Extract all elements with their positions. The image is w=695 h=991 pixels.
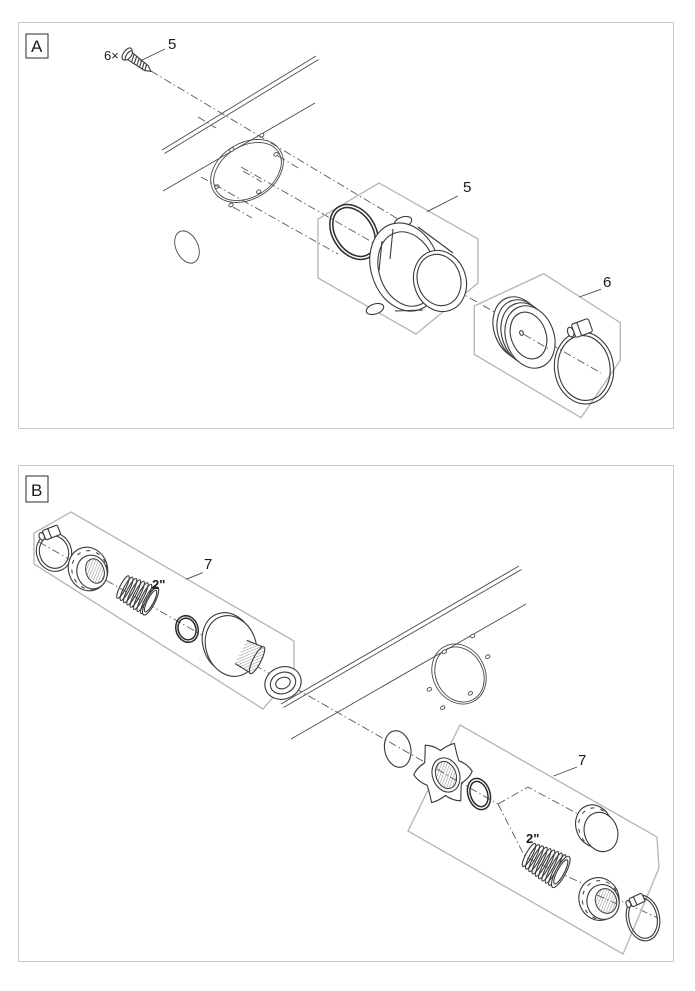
callout-group-7-wall: 7 (185, 556, 212, 580)
size-label-wall-set: 2" (152, 577, 165, 592)
wall-panel-b (280, 565, 527, 740)
flange-group-label: 5 (463, 179, 471, 196)
exploded-diagram-b: B 2" (25, 475, 661, 956)
group-box-7-free (407, 724, 660, 956)
o-ring-wall-set (174, 614, 200, 644)
wall-group-label: 7 (204, 556, 212, 573)
group-box-6 (473, 272, 621, 419)
hose-clamp-free-set (625, 892, 661, 942)
wall-flange (201, 612, 266, 677)
group-box-5 (317, 182, 479, 335)
hose-nozzle (492, 296, 556, 369)
oval-gasket (383, 730, 412, 768)
threaded-adapter-free-set (521, 842, 571, 889)
panel-b-letter: B (31, 481, 42, 500)
screw-qty-label: 6× (104, 48, 119, 63)
callout-group-6: 6 (579, 274, 611, 298)
ref-box-b: B (25, 475, 49, 503)
mounting-screw (121, 47, 152, 73)
ref-box-a: A (25, 33, 49, 59)
hose-group-label: 6 (603, 274, 611, 291)
wall-panel-a (161, 55, 319, 264)
hose-clamp-wall-set (35, 524, 73, 572)
flange-assembly (365, 215, 468, 316)
free-group-label: 7 (578, 752, 586, 769)
callout-group-5: 5 (426, 179, 471, 213)
group-box-7-wall (33, 511, 295, 710)
threaded-adapter-wall-set (116, 575, 160, 616)
size-label-free-set: 2" (526, 831, 539, 846)
panel-a-letter: A (31, 37, 43, 56)
center-line-main-b (38, 541, 499, 805)
star-knob (413, 742, 473, 804)
callout-group-7-free: 7 (553, 752, 586, 777)
exploded-diagram-a: A (25, 33, 621, 419)
callout-screw: 6× 5 (104, 36, 176, 63)
screw-holes-b (426, 633, 491, 711)
hose-clamp (553, 318, 615, 405)
retaining-ring (466, 777, 492, 811)
panel-a: A (18, 22, 674, 429)
panel-b: B 2" (18, 465, 674, 962)
union-nut-free-set (578, 877, 620, 921)
screw-part-label: 5 (168, 36, 176, 53)
sealing-ring (264, 666, 302, 700)
cap (575, 804, 619, 853)
union-nut-wall-set (67, 546, 109, 592)
